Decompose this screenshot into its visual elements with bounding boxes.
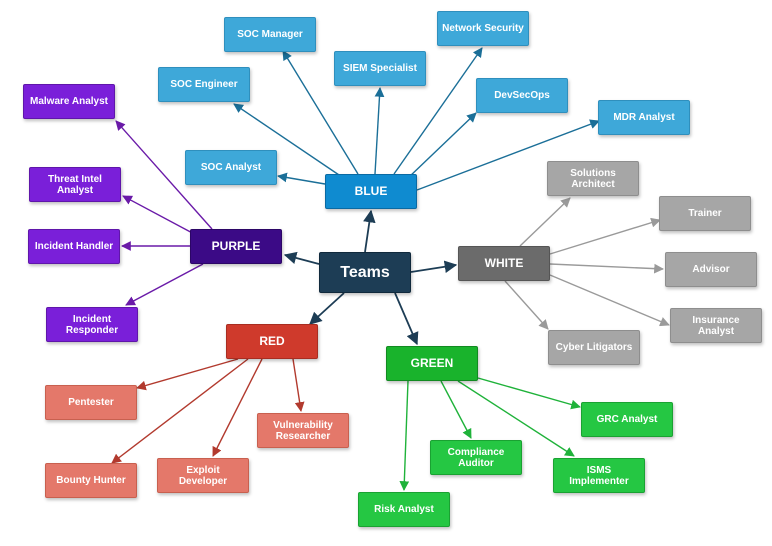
role-exploit-developer: Exploit Developer — [157, 458, 249, 493]
edge-white-insurance — [549, 274, 670, 327]
edge-purple-incident-responder — [125, 263, 204, 306]
role-trainer: Trainer — [659, 196, 751, 231]
edge-white-trainer — [549, 217, 661, 255]
role-pentester: Pentester — [45, 385, 137, 420]
edge-red-pentester — [136, 358, 239, 391]
role-cyber-litigators: Cyber Litigators — [548, 330, 640, 365]
role-threat-intel-analyst: Threat Intel Analyst — [29, 167, 121, 202]
edge-teams-red — [309, 292, 345, 325]
role-solutions-architect: Solutions Architect — [547, 161, 639, 196]
edge-blue-devsecops — [407, 112, 477, 179]
role-insurance-analyst: Insurance Analyst — [670, 308, 762, 343]
role-compliance-auditor: Compliance Auditor — [430, 440, 522, 475]
edge-teams-purple — [283, 251, 320, 265]
role-malware-analyst: Malware Analyst — [23, 84, 115, 119]
edge-green-risk — [399, 380, 410, 491]
role-grc-analyst: GRC Analyst — [581, 402, 673, 437]
edge-teams-white — [410, 260, 458, 273]
edge-white-solutions — [519, 197, 571, 247]
edge-blue-soc-manager — [282, 50, 359, 175]
role-soc-engineer: SOC Engineer — [158, 67, 250, 102]
edge-purple-malware — [115, 120, 213, 230]
role-risk-analyst: Risk Analyst — [358, 492, 450, 527]
role-incident-responder: Incident Responder — [46, 307, 138, 342]
role-incident-handler: Incident Handler — [28, 229, 120, 264]
edge-white-cyber — [504, 280, 549, 330]
role-bounty-hunter: Bounty Hunter — [45, 463, 137, 498]
edge-green-isms — [457, 380, 575, 457]
team-purple-node: PURPLE — [190, 229, 282, 264]
role-advisor: Advisor — [665, 252, 757, 287]
role-soc-manager: SOC Manager — [224, 17, 316, 52]
edge-white-advisor — [549, 263, 664, 274]
team-white-node: WHITE — [458, 246, 550, 281]
edge-red-bounty — [111, 358, 249, 464]
team-green-node: GREEN — [386, 346, 478, 381]
role-vulnerability-researcher: Vulnerability Researcher — [257, 413, 349, 448]
team-red-node: RED — [226, 324, 318, 359]
edge-blue-soc-analyst — [277, 172, 326, 185]
edge-purple-threat — [122, 195, 199, 237]
role-devsecops: DevSecOps — [476, 78, 568, 113]
role-network-security: Network Security — [437, 11, 529, 46]
edge-red-vuln — [292, 358, 305, 412]
edge-blue-soc-engineer — [233, 103, 343, 178]
edge-teams-blue — [363, 209, 376, 253]
edge-blue-network-security — [393, 47, 483, 175]
role-siem-specialist: SIEM Specialist — [334, 51, 426, 86]
edge-red-exploit — [212, 358, 263, 457]
role-soc-analyst: SOC Analyst — [185, 150, 277, 185]
team-blue-node: BLUE — [325, 174, 417, 209]
edge-blue-mdr — [416, 119, 600, 191]
edge-teams-green — [394, 292, 419, 346]
role-mdr-analyst: MDR Analyst — [598, 100, 690, 135]
edge-green-grc — [477, 377, 581, 410]
edge-blue-siem — [374, 87, 385, 175]
role-isms-implementer: ISMS Implementer — [553, 458, 645, 493]
center-teams-node: Teams — [319, 252, 411, 293]
edge-green-compliance — [440, 380, 472, 439]
